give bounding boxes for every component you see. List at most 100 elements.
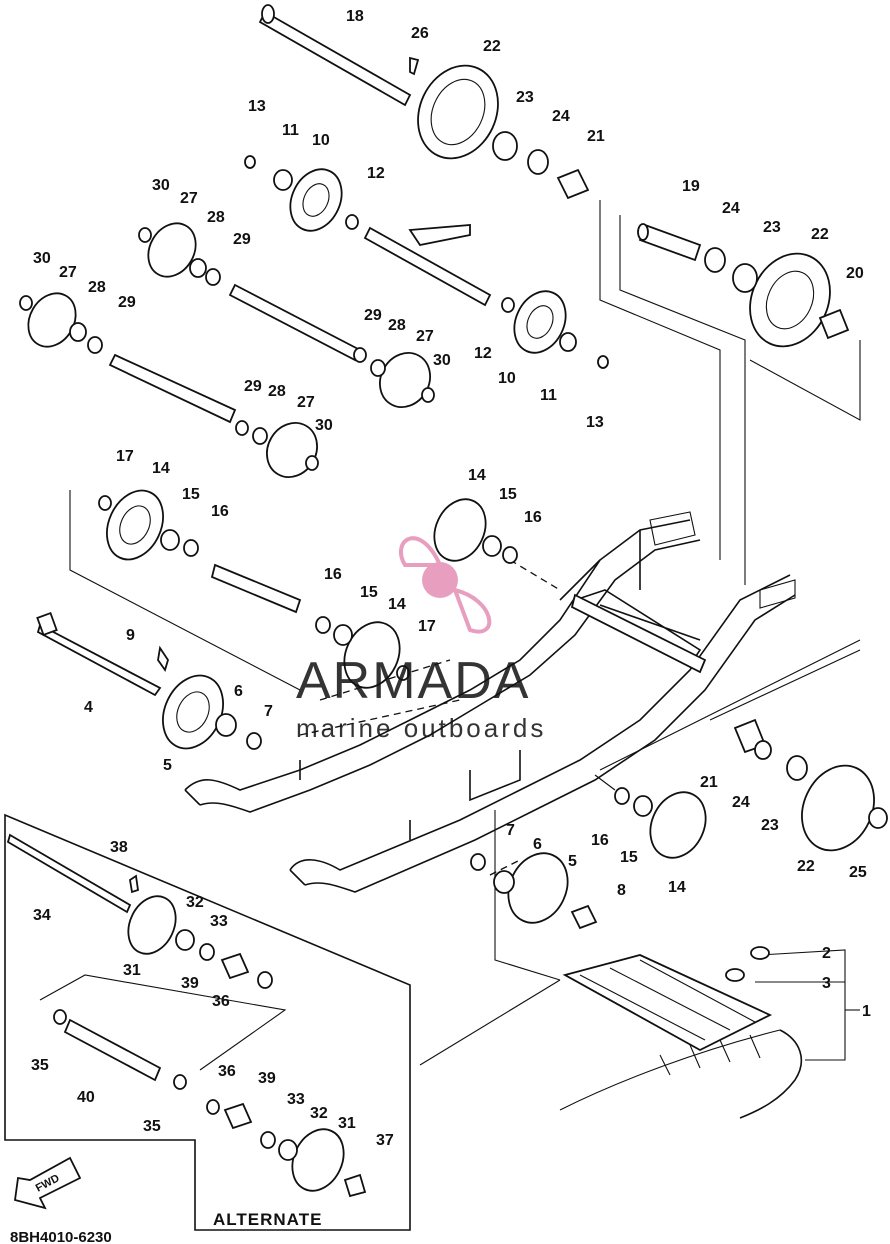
callout-37: 37 [376,1132,394,1149]
callout-16: 16 [591,832,609,849]
callout-35: 35 [31,1057,49,1074]
callout-27: 27 [180,190,198,207]
callout-23: 23 [763,219,781,236]
callout-16: 16 [211,503,229,520]
callout-39: 39 [258,1070,276,1087]
callout-16: 16 [524,509,542,526]
diagram-code: 8BH4010-6230 [10,1229,112,1244]
callout-36: 36 [218,1063,236,1080]
callout-18: 18 [346,8,364,25]
callout-27: 27 [297,394,315,411]
callout-14: 14 [388,596,406,613]
callout-26: 26 [411,25,429,42]
callout-23: 23 [516,89,534,106]
callout-5: 5 [163,757,172,774]
callout-40: 40 [77,1089,95,1106]
callout-31: 31 [123,962,141,979]
callout-5: 5 [568,853,577,870]
callout-16: 16 [324,566,342,583]
callout-32: 32 [310,1105,328,1122]
watermark: ARMADA marine outboards [296,536,546,743]
callout-6: 6 [234,683,243,700]
callout-30: 30 [315,417,333,434]
callout-10: 10 [498,370,516,387]
callout-22: 22 [483,38,501,55]
callout-12: 12 [474,345,492,362]
watermark-blade-icon [451,587,492,634]
callout-6: 6 [533,836,542,853]
callout-13: 13 [586,414,604,431]
callout-13: 13 [248,98,266,115]
callout-35: 35 [143,1118,161,1135]
alternate-box [4,813,411,1231]
callout-36: 36 [212,993,230,1010]
callout-15: 15 [620,849,638,866]
leader-lines [69,200,861,1066]
callout-28: 28 [268,383,286,400]
callout-11: 11 [540,387,557,404]
callout-14: 14 [152,460,170,477]
alternate-label: ALTERNATE [213,1210,322,1229]
callout-7: 7 [264,703,273,720]
callout-12: 12 [367,165,385,182]
callout-29: 29 [364,307,382,324]
callout-10: 10 [312,132,330,149]
watermark-blade-icon [398,536,444,567]
callout-31: 31 [338,1115,356,1132]
callout-29: 29 [118,294,136,311]
callout-34: 34 [33,907,51,924]
callout-22: 22 [811,226,829,243]
small-parts [19,56,888,1198]
callout-8: 8 [617,882,626,899]
callout-38: 38 [110,839,128,856]
callout-15: 15 [182,486,200,503]
callout-20: 20 [846,265,864,282]
callout-28: 28 [88,279,106,296]
wheels [27,64,875,1192]
callout-24: 24 [732,794,750,811]
callout-21: 21 [700,774,718,791]
callout-4: 4 [84,699,93,716]
callout-29: 29 [244,378,262,395]
callout-33: 33 [287,1091,305,1108]
slide-rail-frame [184,511,796,893]
watermark-logo-icon [422,562,458,598]
callout-25: 25 [849,864,867,881]
callout-24: 24 [722,200,740,217]
shafts [6,4,707,1082]
callout-7: 7 [506,822,515,839]
callout-17: 17 [418,618,436,635]
fwd-arrow-icon: FWD [14,1156,82,1210]
callout-14: 14 [668,879,686,896]
callout-3: 3 [822,975,831,992]
callout-19: 19 [682,178,700,195]
callout-28: 28 [207,209,225,226]
callout-1: 1 [862,1003,871,1020]
callout-23: 23 [761,817,779,834]
track [559,954,803,1119]
callout-17: 17 [116,448,134,465]
callout-27: 27 [416,328,434,345]
callout-15: 15 [499,486,517,503]
callout-labels: 1 2 3 4 5 5 6 6 7 7 8 9 10 10 11 11 12 1… [31,8,871,1149]
callout-11: 11 [282,122,299,139]
callout-27: 27 [59,264,77,281]
callout-39: 39 [181,975,199,992]
callout-2: 2 [822,945,831,962]
callout-32: 32 [186,894,204,911]
callout-33: 33 [210,913,228,930]
callout-15: 15 [360,584,378,601]
callout-29: 29 [233,231,251,248]
callout-30: 30 [33,250,51,267]
callout-14: 14 [468,467,486,484]
callout-30: 30 [433,352,451,369]
callout-28: 28 [388,317,406,334]
callout-22: 22 [797,858,815,875]
watermark-tagline: marine outboards [296,713,546,743]
callout-30: 30 [152,177,170,194]
callout-24: 24 [552,108,570,125]
callout-21: 21 [587,128,605,145]
watermark-brand: ARMADA [296,652,530,710]
callout-9: 9 [126,627,135,644]
